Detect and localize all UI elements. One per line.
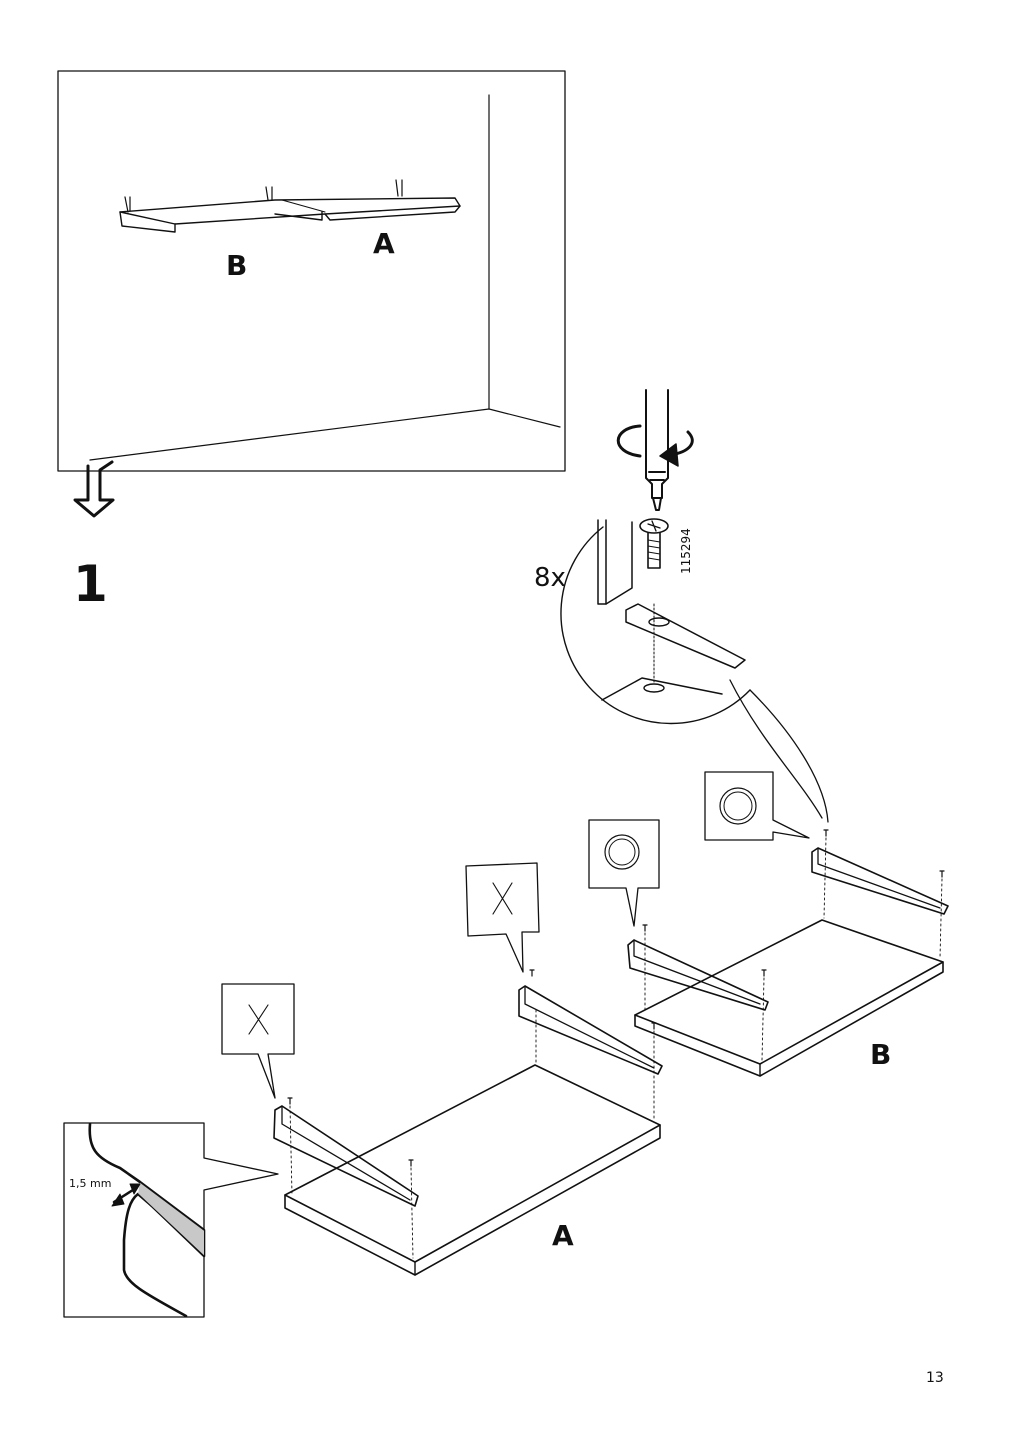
correct-circle-icon <box>588 819 660 927</box>
screw-detail-circle <box>560 518 829 823</box>
wrong-cross-icon <box>465 862 540 973</box>
screw-article-number: 115294 <box>679 528 693 574</box>
screw-quantity: 8x <box>534 563 566 593</box>
screwdriver <box>645 389 669 511</box>
shelf-b <box>627 829 949 1077</box>
shelf-a <box>273 969 663 1276</box>
shelf-label-a: A <box>552 1219 574 1252</box>
gap-detail-box <box>63 1122 279 1318</box>
shelf-label-b: B <box>870 1038 892 1071</box>
screw-icon <box>639 518 669 569</box>
step-number: 1 <box>73 555 108 613</box>
gap-measurement: 1,5 mm <box>69 1177 112 1190</box>
page-number: 13 <box>926 1370 944 1386</box>
down-arrow-icon <box>73 460 115 518</box>
overview-label-a: A <box>373 227 395 260</box>
wrong-cross-icon <box>221 983 295 1099</box>
overview-label-b: B <box>226 249 248 282</box>
correct-circle-icon <box>704 771 810 841</box>
rotate-clockwise-icon <box>616 424 694 467</box>
overview-frame <box>57 70 566 518</box>
